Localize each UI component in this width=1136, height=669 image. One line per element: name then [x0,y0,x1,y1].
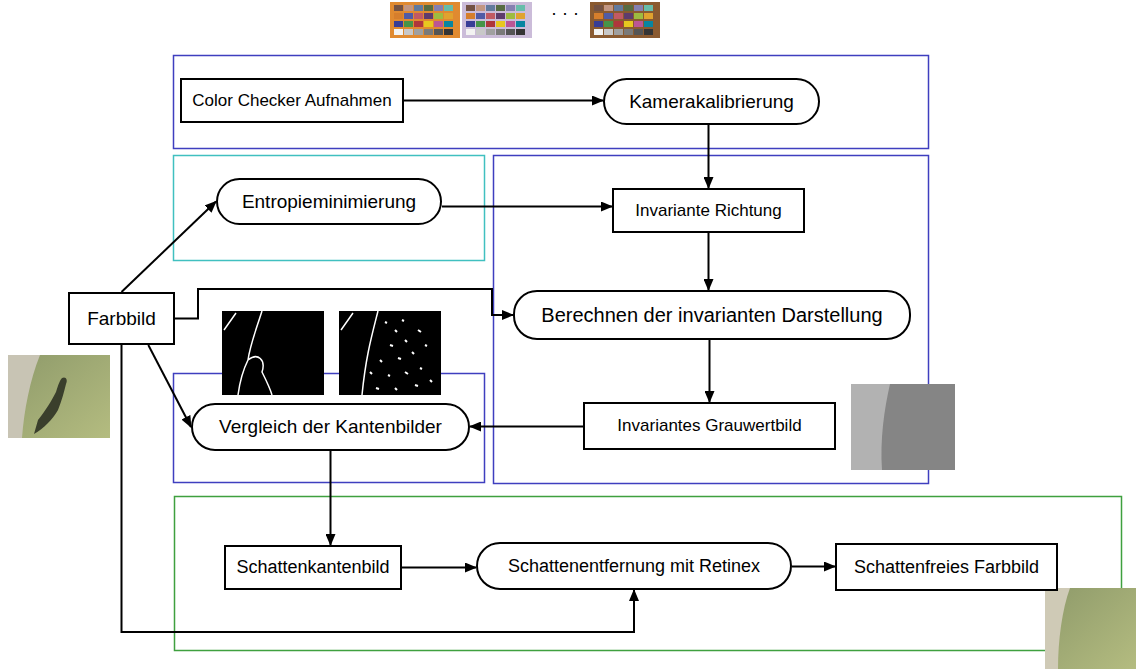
flow-arrow [470,426,583,428]
flow-arrow [404,100,603,102]
data-box: Schattenkantenbild [224,545,402,590]
process-step: Kamerakalibrierung [603,78,820,125]
node-text: Color Checker Aufnahmen [192,91,391,111]
flow-arrow [402,567,476,569]
flow-arrow [122,202,217,293]
node-text: Schattenfreies Farbbild [854,557,1039,578]
flow-arrow [175,289,513,319]
process-step: Entropieminimierung [216,178,442,225]
output-photo [1045,588,1136,669]
flow-arrow [708,233,710,290]
data-box: Color Checker Aufnahmen [180,78,404,123]
node-text: Vergleich der Kantenbilder [219,416,442,438]
data-box: Farbbild [68,292,175,345]
color-checker-photo [462,2,532,38]
node-text: Schattenentfernung mit Retinex [508,556,760,577]
node-text: Kamerakalibrierung [629,91,794,113]
data-box: Invariantes Grauwertbild [583,402,836,450]
process-step: Berechnen der invarianten Darstellung [513,290,911,340]
ellipsis-label: · · · [551,3,579,24]
node-text: Entropieminimierung [242,191,416,213]
color-checker-photo [590,2,660,38]
color-checker-photo [390,2,460,38]
group-frame [494,156,929,484]
process-step: Schattenentfernung mit Retinex [476,542,792,590]
node-text: Farbbild [87,308,156,330]
flow-arrow [709,340,711,402]
flow-arrow [442,206,612,208]
flow-arrow [330,451,332,545]
group-frame [174,156,485,261]
group-frame [175,497,1122,651]
node-text: Berechnen der invarianten Darstellung [541,304,882,327]
flow-arrow [148,345,191,427]
node-text: Invariante Richtung [635,201,781,221]
edge-image [222,311,324,395]
node-text: Invariantes Grauwertbild [617,416,801,436]
data-box: Schattenfreies Farbbild [835,543,1058,591]
data-box: Invariante Richtung [612,188,805,233]
group-frame [174,56,929,149]
flow-arrow [708,125,710,188]
node-text: Schattenkantenbild [236,557,389,578]
flow-arrow [792,566,835,568]
input-photo [8,355,110,438]
process-step: Vergleich der Kantenbilder [191,403,470,451]
gray-image [851,384,955,470]
edge-image [339,311,441,395]
